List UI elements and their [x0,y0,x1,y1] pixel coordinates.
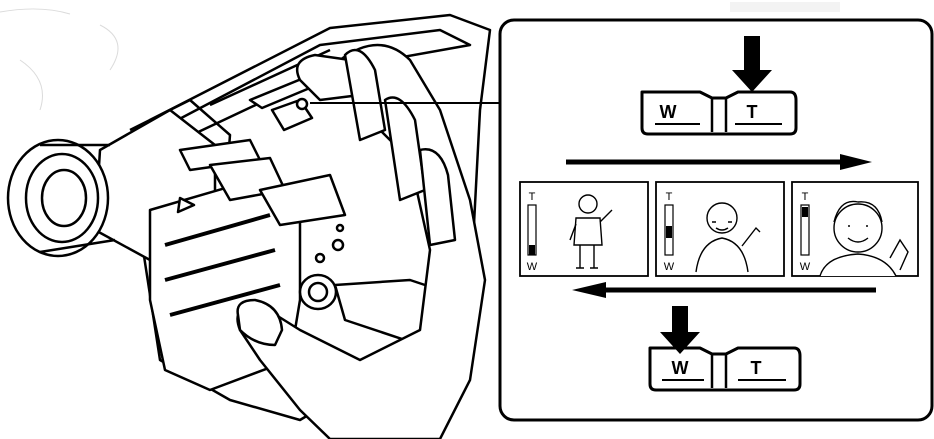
scale-top-label: T [529,191,536,203]
scale-bottom-label: W [527,261,538,273]
scale-top-label: T [802,191,809,203]
zoom-scale-fill [666,226,672,238]
zoom-scale-fill [802,207,808,217]
tele-label: T [747,102,758,122]
zoom-scale-fill [529,245,535,255]
scale-bottom-label: W [800,261,811,273]
scale-top-label: T [666,191,673,203]
wide-label: W [660,102,677,122]
frame-tele: T W [792,182,918,276]
wide-label: W [672,358,689,378]
frame-wide: T W [520,182,648,276]
tele-label: T [751,358,762,378]
scale-bottom-label: W [664,261,675,273]
frame-middle: T W [656,182,784,276]
